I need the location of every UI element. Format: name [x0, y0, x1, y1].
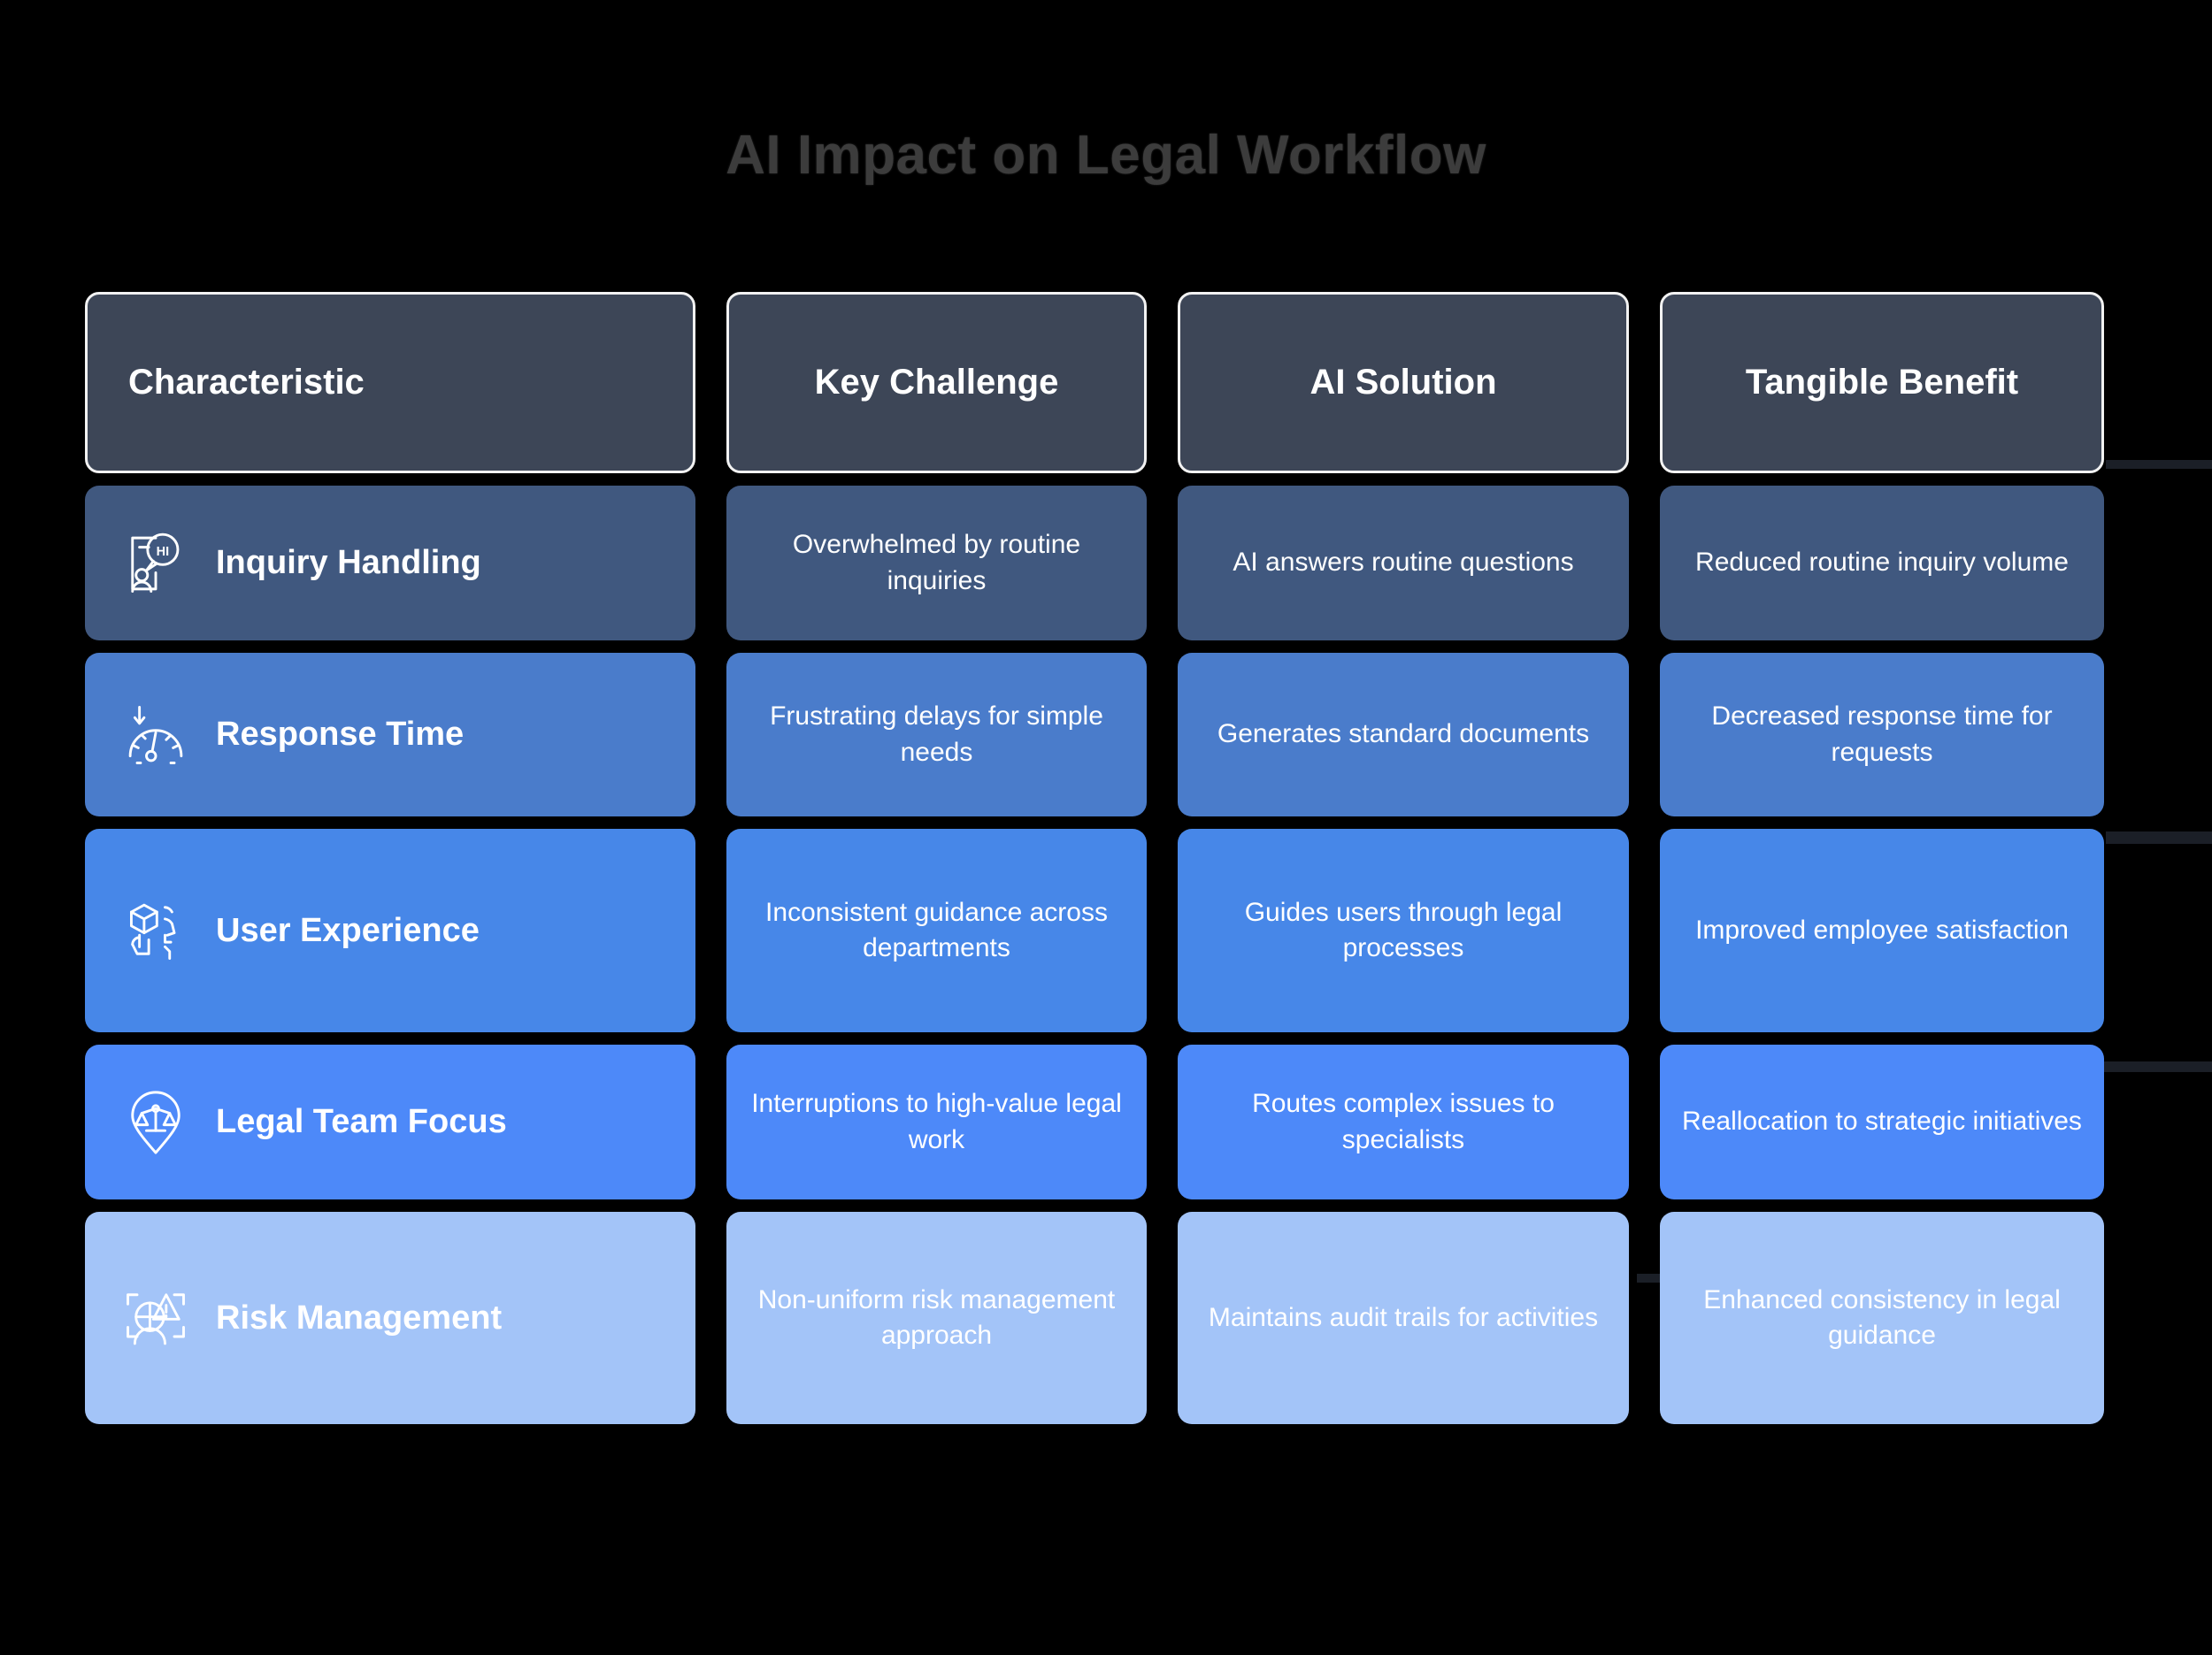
row-label-user-experience: User Experience	[85, 829, 695, 1032]
table-header-row: Characteristic Key Challenge AI Solution…	[85, 292, 2105, 473]
column-header-key-challenge: Key Challenge	[726, 292, 1147, 473]
risk-warning-scan-icon	[119, 1281, 193, 1355]
row-label-text: User Experience	[216, 911, 480, 949]
cube-hand-interaction-icon	[119, 893, 193, 968]
cell-ai-solution: Maintains audit trails for activities	[1178, 1212, 1629, 1424]
cell-tangible-benefit: Enhanced consistency in legal guidance	[1660, 1212, 2104, 1424]
speedometer-gauge-icon	[119, 698, 193, 772]
row-label-legal-team-focus: Legal Team Focus	[85, 1045, 695, 1199]
page-title: AI Impact on Legal Workflow	[726, 125, 1486, 186]
table-row: Legal Team Focus Interruptions to high-v…	[85, 1045, 2105, 1199]
justice-scales-pin-icon	[119, 1085, 193, 1160]
row-label-risk-management: Risk Management	[85, 1212, 695, 1424]
cell-key-challenge: Frustrating delays for simple needs	[726, 653, 1147, 816]
render-artifact	[2079, 1061, 2212, 1072]
comparison-table: Characteristic Key Challenge AI Solution…	[85, 292, 2105, 1424]
cell-tangible-benefit: Reallocation to strategic initiatives	[1660, 1045, 2104, 1199]
cell-key-challenge: Non-uniform risk management approach	[726, 1212, 1147, 1424]
cell-ai-solution: Routes complex issues to specialists	[1178, 1045, 1629, 1199]
row-label-response-time: Response Time	[85, 653, 695, 816]
render-artifact	[2106, 460, 2212, 469]
row-label-inquiry-handling: HI Inquiry Handling	[85, 486, 695, 640]
table-row: Risk Management Non-uniform risk managem…	[85, 1212, 2105, 1424]
cell-tangible-benefit: Reduced routine inquiry volume	[1660, 486, 2104, 640]
table-row: User Experience Inconsistent guidance ac…	[85, 829, 2105, 1032]
column-header-characteristic: Characteristic	[85, 292, 695, 473]
column-header-tangible-benefit: Tangible Benefit	[1660, 292, 2104, 473]
cell-ai-solution: AI answers routine questions	[1178, 486, 1629, 640]
cell-ai-solution: Guides users through legal processes	[1178, 829, 1629, 1032]
row-label-text: Inquiry Handling	[216, 544, 481, 582]
column-header-ai-solution: AI Solution	[1178, 292, 1629, 473]
chat-inquiry-icon: HI	[119, 526, 193, 601]
row-label-text: Risk Management	[216, 1299, 503, 1337]
cell-tangible-benefit: Decreased response time for requests	[1660, 653, 2104, 816]
table-row: Response Time Frustrating delays for sim…	[85, 653, 2105, 816]
row-label-text: Response Time	[216, 716, 465, 754]
svg-text:HI: HI	[157, 544, 169, 558]
render-artifact	[2106, 831, 2212, 844]
cell-key-challenge: Interruptions to high-value legal work	[726, 1045, 1147, 1199]
row-label-text: Legal Team Focus	[216, 1103, 507, 1141]
cell-key-challenge: Inconsistent guidance across departments	[726, 829, 1147, 1032]
cell-key-challenge: Overwhelmed by routine inquiries	[726, 486, 1147, 640]
cell-tangible-benefit: Improved employee satisfaction	[1660, 829, 2104, 1032]
table-row: HI Inquiry Handling Overwhelmed by routi…	[85, 486, 2105, 640]
cell-ai-solution: Generates standard documents	[1178, 653, 1629, 816]
